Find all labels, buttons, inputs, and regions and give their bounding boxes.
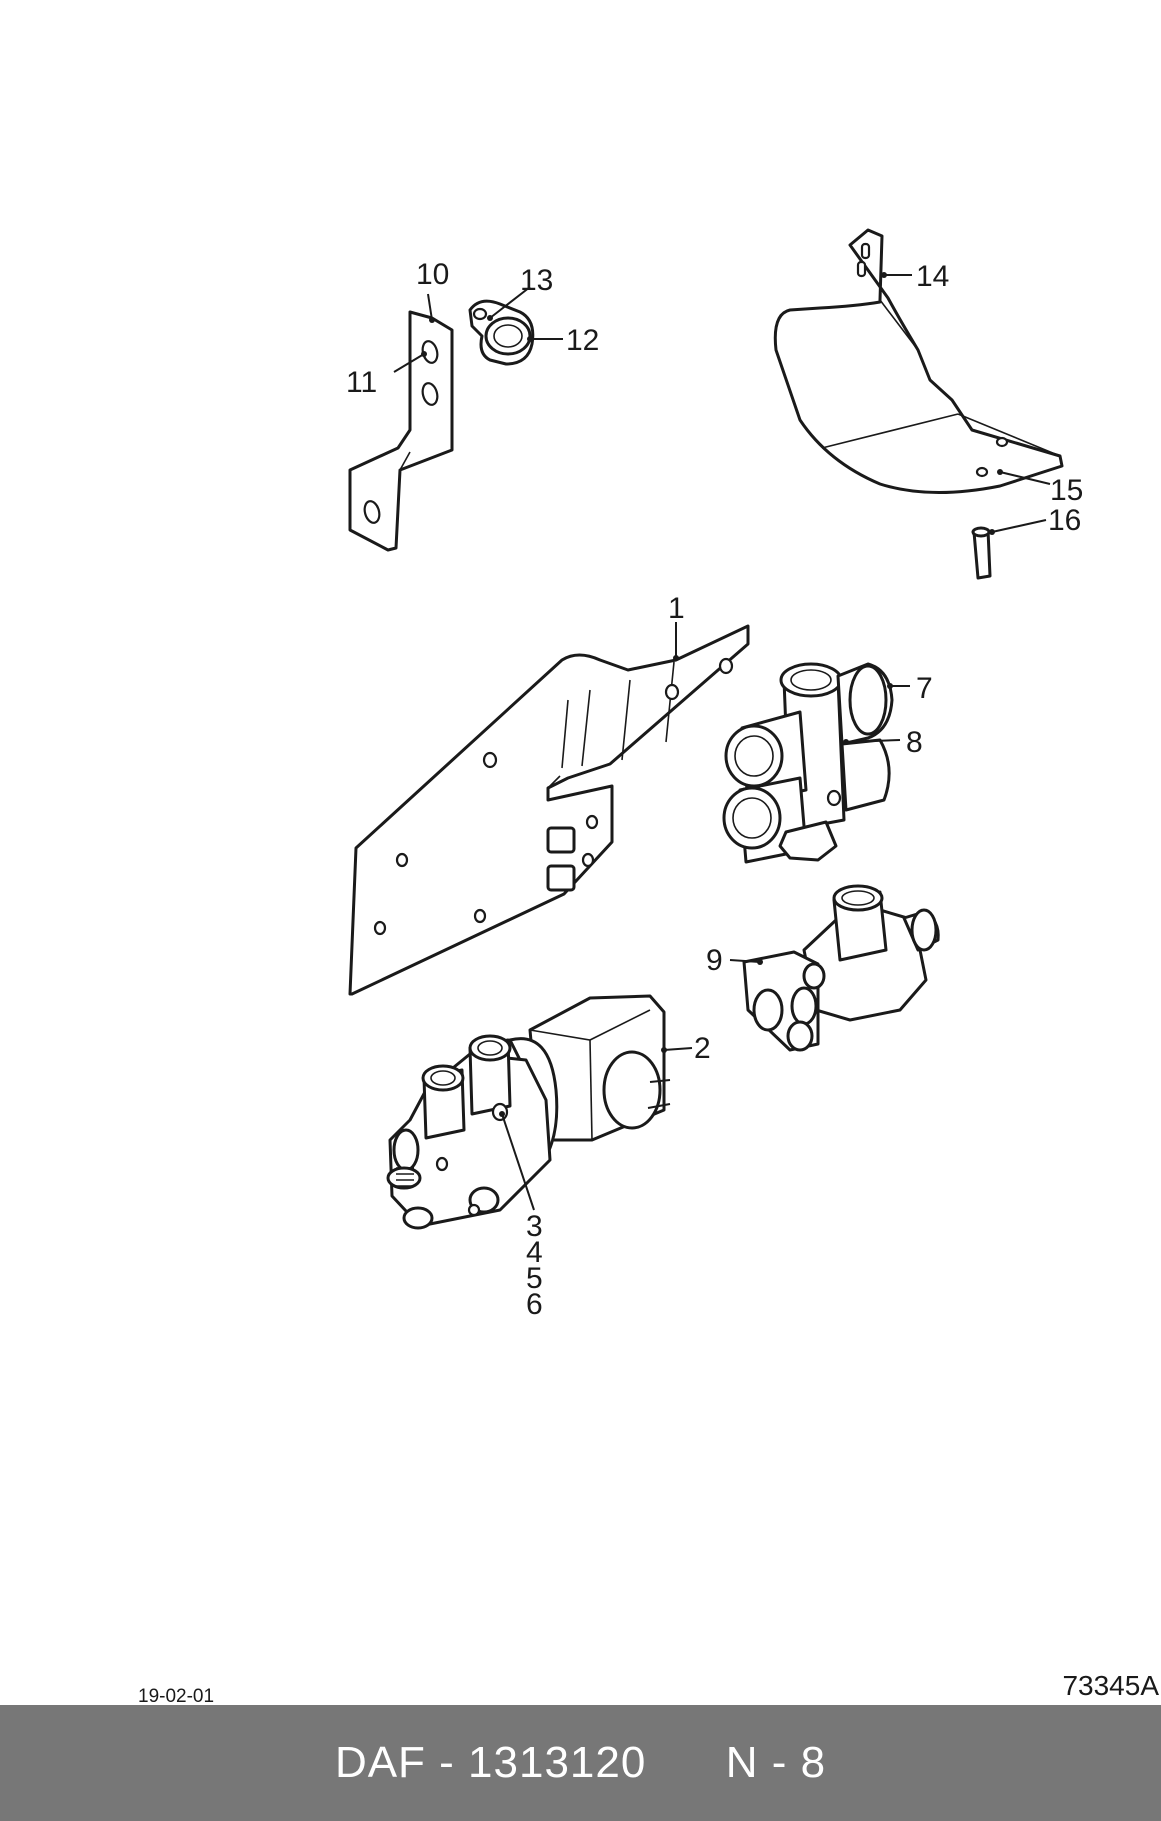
callout-7: 7	[916, 672, 933, 705]
plate-part-1	[348, 624, 750, 996]
callout-5: 5	[526, 1262, 543, 1295]
pin-part-16	[971, 526, 992, 580]
drawing-number: 73345A	[1062, 1670, 1159, 1701]
footer-bar: DAF - 1313120 N - 8	[0, 1705, 1161, 1821]
bracket-part-10	[348, 310, 454, 552]
callout-12: 12	[566, 324, 599, 357]
callout-3: 3	[526, 1210, 543, 1243]
footer-part-label: DAF - 1313120	[334, 1738, 647, 1787]
callout-9: 9	[706, 944, 723, 977]
parts-diagram: 1 2 3 4 5 6 7 8 9 10 11 12 13 14 15 16	[346, 228, 1083, 1321]
callout-1: 1	[668, 592, 685, 625]
clamp-part-12	[468, 299, 535, 366]
date-code: 19-02-01	[138, 1686, 215, 1707]
callout-14: 14	[916, 260, 949, 293]
footer-page-label: N - 8	[725, 1738, 827, 1787]
solenoid-valve-part-2	[386, 994, 671, 1230]
shield-part-14	[773, 228, 1064, 494]
callout-6: 6	[526, 1288, 543, 1321]
callout-8: 8	[906, 726, 923, 759]
callout-11: 11	[346, 366, 377, 399]
callout-10: 10	[416, 258, 449, 291]
callout-15: 15	[1050, 474, 1083, 507]
callout-2: 2	[694, 1032, 711, 1065]
callout-labels: 1 2 3 4 5 6 7 8 9 10 11 12 13 14 15 16	[346, 258, 1083, 1321]
footer-spacer	[646, 1738, 725, 1788]
callout-16: 16	[1048, 504, 1081, 537]
valve-part-9	[742, 884, 940, 1052]
callout-4: 4	[526, 1236, 543, 1269]
valve-part-8	[722, 662, 894, 864]
leader-lines	[393, 272, 1051, 1211]
callout-13: 13	[520, 264, 553, 297]
